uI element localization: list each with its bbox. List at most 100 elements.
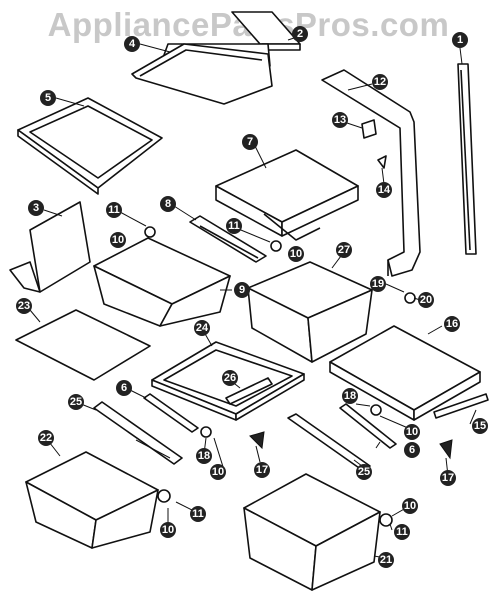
svg-text:27: 27	[338, 244, 350, 256]
svg-text:22: 22	[40, 432, 52, 444]
callout-11-a: 11	[106, 202, 122, 218]
svg-text:14: 14	[378, 184, 391, 196]
svg-text:7: 7	[247, 136, 253, 148]
svg-text:13: 13	[334, 114, 346, 126]
part-16-cover	[329, 325, 481, 421]
callout-15: 15	[472, 418, 488, 434]
svg-text:9: 9	[239, 284, 245, 296]
part-1-rail	[457, 63, 477, 255]
callout-11-d: 11	[394, 524, 410, 540]
svg-text:11: 11	[108, 204, 120, 216]
callout-21: 21	[378, 552, 394, 568]
part-27-frame	[247, 261, 373, 363]
callout-24: 24	[194, 320, 210, 336]
part-15-strip	[433, 393, 489, 419]
callout-10-b: 10	[288, 246, 304, 262]
part-8-slide	[189, 215, 267, 263]
svg-text:11: 11	[228, 220, 240, 232]
callout-7: 7	[242, 134, 258, 150]
callout-2: 2	[292, 26, 308, 42]
svg-text:6: 6	[409, 444, 415, 456]
svg-text:11: 11	[192, 508, 204, 520]
svg-text:2: 2	[297, 28, 303, 40]
svg-text:17: 17	[256, 464, 268, 476]
callout-13: 13	[332, 112, 348, 128]
part-26-bar	[225, 377, 273, 405]
svg-text:26: 26	[224, 372, 236, 384]
callout-10-a: 10	[110, 232, 126, 248]
callout-9: 9	[234, 282, 250, 298]
part-25-rail-right	[287, 413, 371, 471]
part-6-slide-left	[143, 393, 199, 433]
hardware-screws	[144, 226, 416, 527]
svg-text:10: 10	[212, 466, 224, 478]
part-22-bin	[25, 451, 159, 549]
part-13-clip	[361, 119, 377, 139]
svg-text:10: 10	[406, 426, 418, 438]
svg-text:25: 25	[358, 466, 370, 478]
svg-text:3: 3	[33, 202, 39, 214]
callout-6-left: 6	[116, 380, 132, 396]
svg-text:25: 25	[70, 396, 82, 408]
svg-text:10: 10	[162, 524, 174, 536]
callout-23: 23	[16, 298, 32, 314]
svg-text:20: 20	[420, 294, 432, 306]
svg-text:17: 17	[442, 472, 454, 484]
callout-17-b: 17	[440, 470, 456, 486]
svg-text:4: 4	[129, 38, 136, 50]
callout-5: 5	[40, 90, 56, 106]
callout-14: 14	[376, 182, 392, 198]
part-23-panel	[15, 309, 151, 381]
callout-27: 27	[336, 242, 352, 258]
svg-text:6: 6	[121, 382, 127, 394]
callout-6-right: 6	[404, 442, 420, 458]
part-14-screw	[377, 155, 387, 169]
svg-text:16: 16	[446, 318, 458, 330]
part-17-bracket-left	[249, 431, 265, 450]
callout-11-c: 11	[190, 506, 206, 522]
svg-text:18: 18	[344, 390, 356, 402]
callout-3: 3	[28, 200, 44, 216]
callout-20: 20	[418, 292, 434, 308]
part-4-shelf-frame	[131, 43, 273, 105]
part-12-trim	[321, 69, 421, 277]
callout-10-f: 10	[402, 498, 418, 514]
part-17-bracket-right	[439, 439, 453, 460]
callout-4: 4	[124, 36, 140, 52]
callout-16: 16	[444, 316, 460, 332]
svg-text:21: 21	[380, 554, 392, 566]
svg-text:5: 5	[45, 92, 51, 104]
callout-11-b: 11	[226, 218, 242, 234]
svg-text:10: 10	[112, 234, 124, 246]
part-21-bin	[243, 473, 381, 591]
svg-text:10: 10	[290, 248, 302, 260]
svg-text:18: 18	[198, 450, 210, 462]
svg-text:24: 24	[196, 322, 209, 334]
callout-12: 12	[372, 74, 388, 90]
callout-10-e: 10	[160, 522, 176, 538]
svg-text:23: 23	[18, 300, 30, 312]
svg-text:10: 10	[404, 500, 416, 512]
callout-10-c: 10	[210, 464, 226, 480]
part-3-drawer-front	[9, 201, 91, 293]
callout-18-b: 18	[342, 388, 358, 404]
part-25-rail-left	[93, 401, 183, 465]
part-9-bin	[93, 237, 231, 327]
callout-19: 19	[370, 276, 386, 292]
part-5-glass-shelf	[17, 97, 163, 195]
callout-26: 26	[222, 370, 238, 386]
svg-text:11: 11	[396, 526, 408, 538]
svg-text:8: 8	[165, 198, 171, 210]
callout-8: 8	[160, 196, 176, 212]
callout-25-left: 25	[68, 394, 84, 410]
callout-10-d: 10	[404, 424, 420, 440]
svg-text:15: 15	[474, 420, 486, 432]
callout-1: 1	[452, 32, 468, 48]
part-6-slide-right	[339, 403, 397, 449]
svg-text:12: 12	[374, 76, 386, 88]
callout-25-right: 25	[356, 464, 372, 480]
svg-text:1: 1	[457, 34, 463, 46]
svg-text:19: 19	[372, 278, 384, 290]
callout-22: 22	[38, 430, 54, 446]
